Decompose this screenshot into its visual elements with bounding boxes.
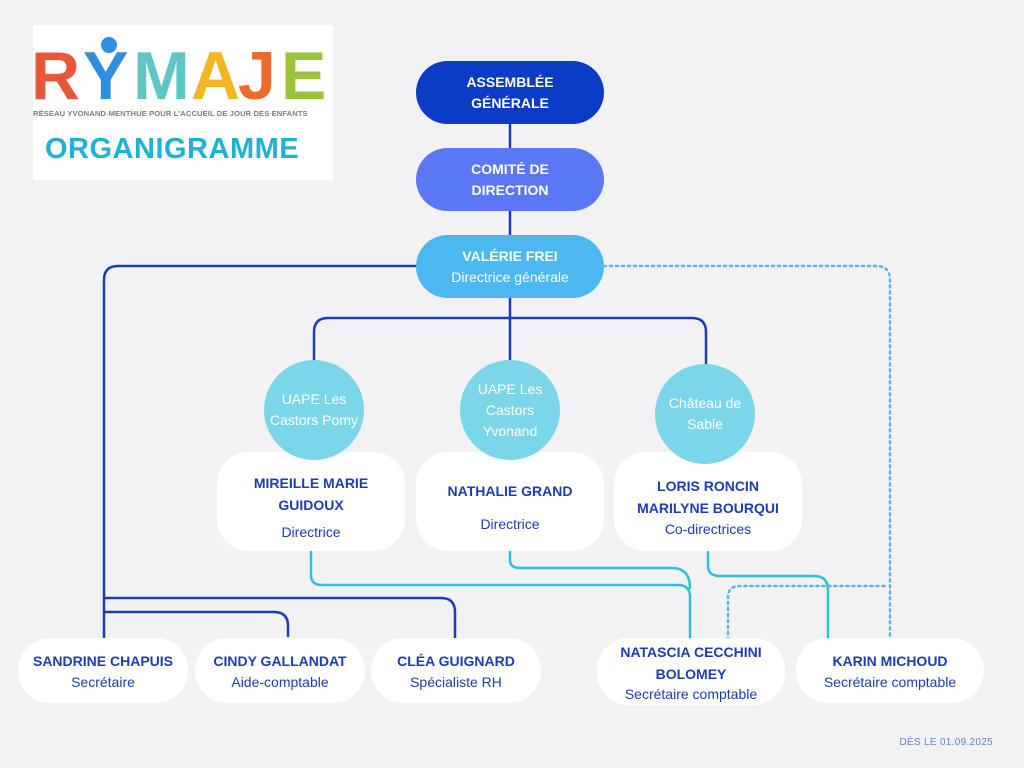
site-label-line: Château de — [668, 395, 742, 411]
line-natascia-karin-dotted — [726, 584, 890, 642]
staff-role: Secrétaire — [71, 673, 135, 690]
comite-line1: COMITÉ DE — [471, 160, 549, 177]
site-label-line: UAPE Les — [281, 391, 347, 407]
staff-role: Secrétaire comptable — [624, 685, 758, 702]
director-name: MIREILLE MARIE — [253, 474, 369, 491]
site-uape-castors-pomy: UAPE Les Castors Pomy — [264, 360, 364, 460]
logo-letter: M — [133, 38, 190, 105]
line-nathalie-natascia — [508, 548, 692, 590]
line-valerie-karin-dotted — [602, 264, 892, 642]
site-label-line: Yvonand — [482, 422, 538, 439]
effective-date: DÈS LE 01.09.2025 — [899, 737, 993, 748]
staff-role: Spécialiste RH — [410, 673, 502, 690]
line-mireille-natascia — [309, 550, 692, 643]
director-name: LORIS RONCIN — [657, 477, 759, 494]
staff-card-natascia-cecchini-bolomey: NATASCIA CECCHINI BOLOMEY Secrétaire com… — [597, 638, 785, 705]
staff-name: SANDRINE CHAPUIS — [32, 652, 173, 669]
director-card-loris-marilyne: LORIS RONCIN MARILYNE BOURQUI Co-directr… — [614, 452, 802, 551]
logo-tagline: RÉSEAU YVONAND-MENTHUE POUR L'ACCUEIL DE… — [33, 109, 308, 118]
director-card-nathalie-grand: NATHALIE GRAND Directrice — [416, 452, 604, 551]
comite-line2: DIRECTION — [471, 181, 549, 198]
director-card-mireille-guidoux: MIREILLE MARIE GUIDOUX Directrice — [217, 452, 405, 551]
line-loris-karin — [706, 550, 830, 642]
site-chateau-de-sable: Château de Sable — [655, 364, 755, 464]
assemblee-line1: ASSEMBLÉE — [466, 73, 554, 90]
director-role: Directrice — [480, 515, 540, 532]
site-label-line: Castors — [485, 401, 535, 418]
staff-card-cindy-gallandat: CINDY GALLANDAT Aide-comptable — [195, 638, 365, 703]
logo-letter: E — [281, 38, 326, 105]
logo-letter: R — [33, 38, 80, 105]
director-name: MARILYNE BOURQUI — [637, 499, 779, 516]
valerie-role: Directrice générale — [451, 268, 569, 285]
staff-name: NATASCIA CECCHINI — [620, 643, 762, 660]
staff-name: CINDY GALLANDAT — [213, 652, 347, 669]
valerie-name: VALÉRIE FREI — [462, 247, 558, 264]
staff-role: Aide-comptable — [231, 673, 329, 690]
node-valerie-frei: VALÉRIE FREI Directrice générale — [416, 235, 604, 298]
staff-name: KARIN MICHOUD — [832, 652, 948, 669]
staff-role: Secrétaire comptable — [823, 673, 957, 690]
director-role: Directrice — [281, 523, 341, 540]
staff-card-sandrine-chapuis: SANDRINE CHAPUIS Secrétaire — [18, 638, 188, 703]
logo-letter: A — [191, 38, 240, 105]
assemblee-line2: GÉNÉRALE — [471, 94, 549, 111]
page-title: ORGANIGRAMME — [45, 133, 300, 165]
director-name: GUIDOUX — [278, 496, 344, 513]
node-comite-direction: COMITÉ DE DIRECTION — [416, 148, 604, 211]
director-name: NATHALIE GRAND — [447, 482, 573, 499]
node-assemblee-generale: ASSEMBLÉE GÉNÉRALE — [416, 61, 604, 124]
logo-letter: J — [238, 38, 276, 105]
site-label-line: Castors Pomy — [270, 412, 358, 428]
rymaje-wordmark: R Y M A J E — [33, 37, 326, 105]
person-head-icon — [101, 37, 117, 53]
staff-name: BOLOMEY — [655, 665, 727, 682]
director-role: Co-directrices — [664, 520, 752, 537]
staff-name: CLÉA GUIGNARD — [397, 652, 515, 669]
line-valerie-staff — [102, 264, 457, 642]
rymaje-logo: R Y M A J E RÉSEAU YVONAND-MENTHUE POUR … — [33, 25, 333, 180]
site-uape-castors-yvonand: UAPE Les Castors Yvonand — [460, 360, 560, 460]
staff-card-clea-guignard: CLÉA GUIGNARD Spécialiste RH — [371, 638, 541, 703]
staff-card-karin-michoud: KARIN MICHOUD Secrétaire comptable — [796, 638, 984, 703]
site-label-line: UAPE Les — [477, 380, 543, 397]
line-valerie-sites — [312, 296, 708, 370]
site-label-line: Sable — [687, 416, 723, 432]
